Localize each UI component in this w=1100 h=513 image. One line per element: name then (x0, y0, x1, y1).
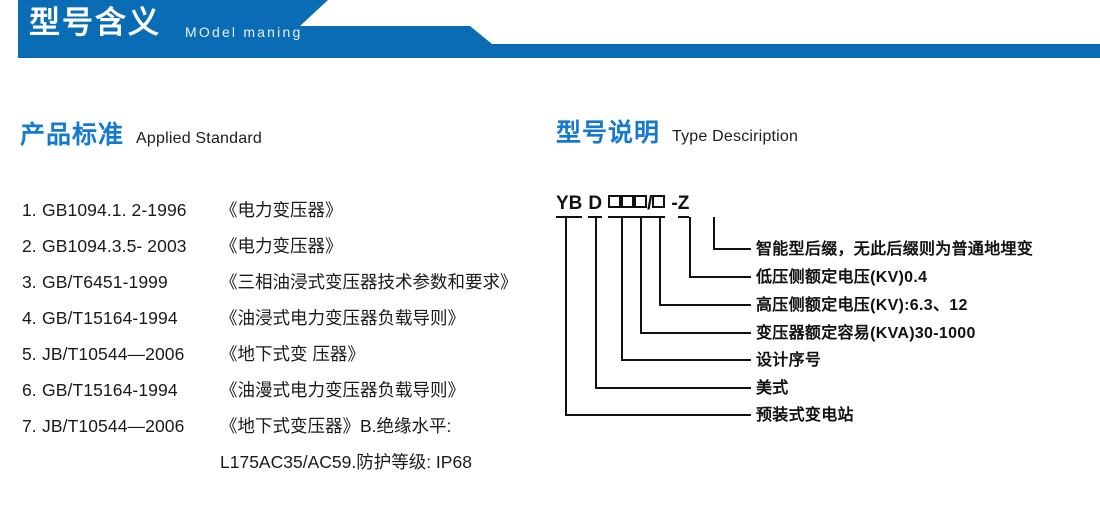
annotation-label-american-type: 美式 (756, 380, 789, 397)
standard-index: 7. (22, 416, 37, 436)
standard-title-continuation: L175AC35/AC59.防护等级: IP68 (220, 452, 472, 472)
standard-code: GB1094.1. 2-1996 (42, 200, 187, 220)
section-heading-applied-standard: 产品标准 Applied Standard (20, 115, 262, 151)
page-header-banner: 型号含义 MOdel maning (0, 0, 1100, 58)
standard-list-item: 1.GB1094.1. 2-1996 《电力变压器》 (22, 192, 552, 228)
annotation-label-smart-suffix: 智能型后缀，无此后缀则为普通地埋变 (756, 241, 1034, 258)
standard-index: 1. (22, 200, 37, 220)
banner-title-chinese: 型号含义 (29, 5, 161, 40)
section-heading-right-english: Type Desciription (672, 128, 799, 145)
standard-code: JB/T10544—2006 (42, 416, 185, 436)
standard-title: 《电力变压器》 (220, 200, 343, 220)
standard-code: GB/T6451-1999 (42, 272, 168, 292)
code-segment-dash: - (671, 193, 678, 214)
annotation-label-prefab-substation: 预装式变电站 (756, 407, 854, 424)
standard-list-item: 4.GB/T15164-1994 《油浸式电力变压器负载导则》 (22, 300, 552, 336)
section-heading-left-chinese: 产品标准 (20, 121, 125, 149)
section-heading-left-english: Applied Standard (136, 130, 262, 147)
annotation-label-hv-rated-voltage: 高压侧额定电压(KV):6.3、12 (756, 297, 968, 314)
standard-list-item: 6.GB/T15164-1994 《油漫式电力变压器负载导则》 (22, 372, 552, 408)
empty-box-icon (634, 195, 648, 208)
standard-index: 4. (22, 308, 37, 328)
standard-list-item: 2.GB1094.3.5- 2003 《电力变压器》 (22, 228, 552, 264)
standard-list-item: 5.JB/T10544—2006 《地下式变 压器》 (22, 336, 552, 372)
standard-code: GB1094.3.5- 2003 (42, 236, 187, 256)
standard-code: GB/T15164-1994 (42, 308, 178, 328)
standard-title: 《电力变压器》 (220, 236, 343, 256)
banner-title-english: MOdel maning (185, 24, 303, 40)
empty-box-icon (652, 195, 666, 208)
annotation-label-lv-rated-voltage: 低压侧额定电压(KV)0.4 (756, 269, 928, 286)
standard-code: GB/T15164-1994 (42, 380, 178, 400)
annotation-label-design-serial: 设计序号 (756, 352, 822, 369)
annotation-label-rated-capacity: 变压器额定容易(KVA)30-1000 (756, 325, 976, 342)
standard-code: JB/T10544—2006 (42, 344, 185, 364)
standard-index: 6. (22, 380, 37, 400)
empty-box-icon (608, 195, 622, 208)
standard-title: 《油浸式电力变压器负载导则》 (220, 308, 465, 328)
standards-list: 1.GB1094.1. 2-1996 《电力变压器》 2.GB1094.3.5- … (22, 192, 552, 480)
standard-title: 《油漫式电力变压器负载导则》 (220, 380, 465, 400)
section-heading-right-chinese: 型号说明 (556, 119, 661, 147)
standard-list-item: 7.JB/T10544—2006 《地下式变压器》B.绝缘水平: (22, 408, 552, 444)
standard-title: 《地下式变 压器》 (220, 344, 365, 364)
standard-index: 2. (22, 236, 37, 256)
standard-title: 《地下式变压器》B.绝缘水平: (220, 416, 452, 436)
empty-box-icon (621, 195, 635, 208)
section-heading-type-description: 型号说明 Type Desciription (556, 113, 798, 149)
standard-list-item: 3.GB/T6451-1999 《三相油浸式变压器技术参数和要求》 (22, 264, 552, 300)
standard-title: 《三相油浸式变压器技术参数和要求》 (220, 272, 518, 292)
standard-index: 3. (22, 272, 37, 292)
standard-index: 5. (22, 344, 37, 364)
